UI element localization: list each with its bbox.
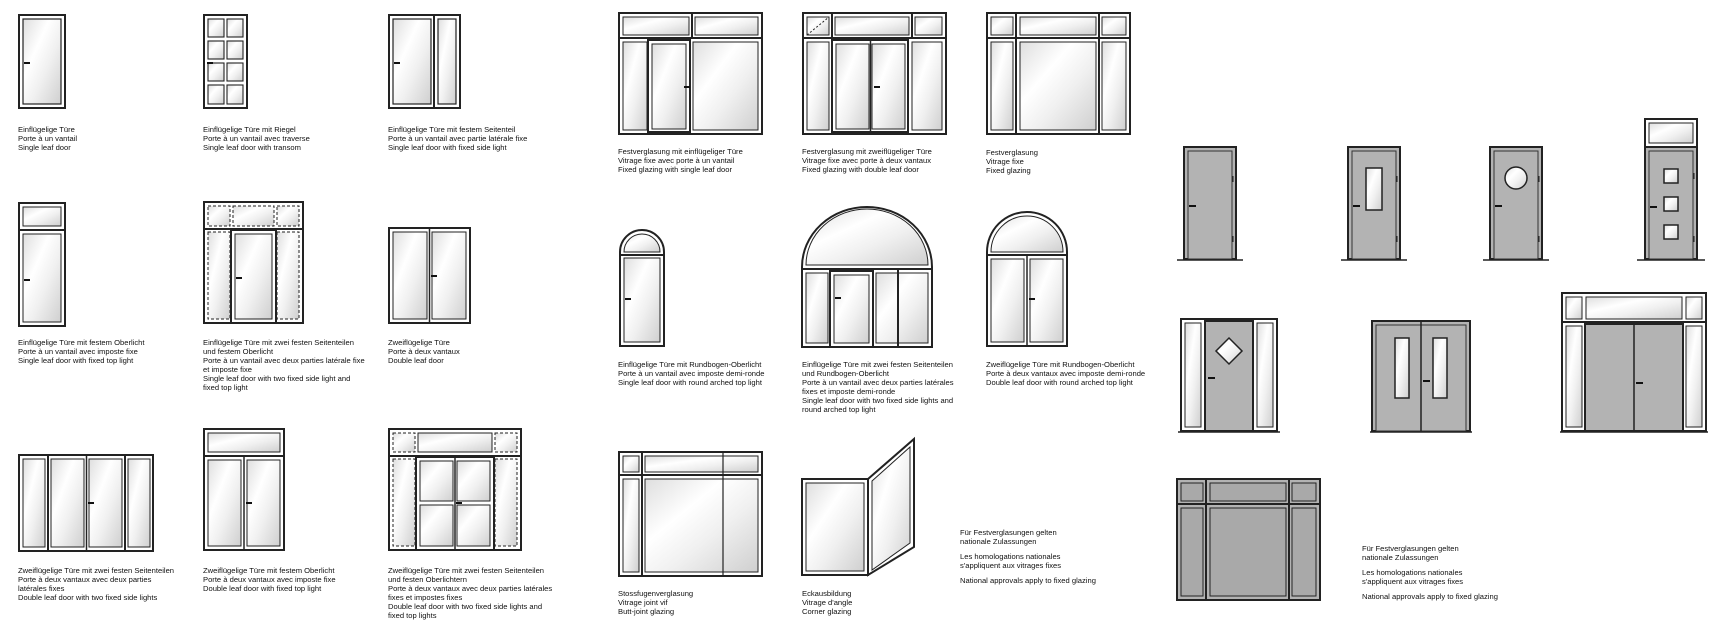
- door-diagram-single-leaf-top-light: [18, 202, 66, 327]
- door-diagram-double-leaf-two-side: [18, 454, 154, 552]
- glazing-diagram-single-leaf: [618, 12, 763, 135]
- door-diagram-double-leaf-top-light: [203, 428, 285, 551]
- steel-door-round-vision-panel: [1483, 146, 1549, 261]
- steel-fixed-glazing-grey: [1176, 478, 1321, 601]
- door-diagram-single-leaf-transom: [203, 14, 248, 109]
- glazing-diagram-double-leaf: [802, 12, 947, 135]
- door-diagram-single-leaf-two-side-top: [203, 201, 304, 324]
- caption-double-leaf-two-side: Zweiflügelige Türe mit zwei festen Seite…: [18, 566, 175, 602]
- caption-double-leaf-two-side-top: Zweiflügelige Türe mit zwei festen Seite…: [388, 566, 553, 620]
- caption-single-leaf-two-side-arched: Einflügelige Türe mit zwei festen Seiten…: [802, 360, 954, 414]
- steel-double-door-vision-panels: [1370, 320, 1472, 433]
- glazing-diagram-butt-joint: [618, 451, 763, 577]
- door-diagram-single-leaf-arched: [619, 229, 665, 347]
- door-diagram-double-leaf-two-side-top: [388, 428, 522, 551]
- caption-single-leaf-arched: Einflügelige Türe mit Rundbogen-Oberlich…: [618, 360, 765, 387]
- caption-double-leaf-arched: Zweiflügelige Türe mit Rundbogen-Oberlic…: [986, 360, 1146, 387]
- steel-double-door-two-side-top-lights: [1560, 292, 1708, 433]
- door-diagram-double-leaf-arched: [986, 211, 1068, 347]
- steel-door-narrow-vision-panel: [1341, 146, 1407, 261]
- door-diagram-single-leaf-two-side-arched: [801, 206, 933, 348]
- door-diagram-double-leaf: [388, 227, 471, 324]
- steel-door-diamond-two-side-lights: [1178, 318, 1280, 433]
- glazing-diagram-corner: [801, 436, 915, 577]
- caption-single-leaf-two-side-top: Einflügelige Türe mit zwei festen Seiten…: [203, 338, 365, 392]
- door-diagram-single-leaf-side-light: [388, 14, 461, 109]
- steel-door-top-light-square-panels: [1637, 118, 1705, 261]
- glazing-diagram-fixed: [986, 12, 1131, 135]
- door-diagram-single-leaf: [18, 14, 66, 109]
- steel-door-plain: [1177, 146, 1243, 261]
